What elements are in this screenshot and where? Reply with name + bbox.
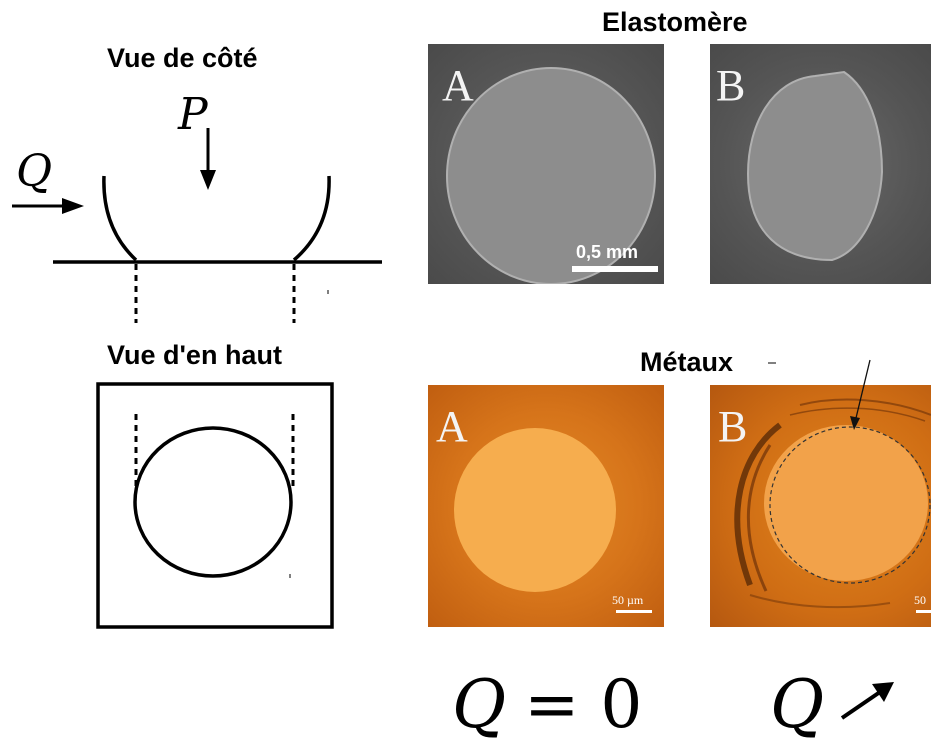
- force-q-label: Q: [16, 146, 53, 197]
- formula-q-increase-var: Q: [770, 666, 825, 743]
- elastomer-photo-b: B: [710, 44, 931, 284]
- formula-q-zero: Q= 0: [452, 672, 642, 738]
- metal-b-letter: B: [718, 402, 748, 451]
- sphere-profile: [102, 175, 331, 262]
- metal-a-letter: A: [436, 402, 468, 451]
- side-view-diagram: [12, 128, 382, 323]
- top-view-frame: [96, 382, 334, 629]
- metal-b-contact: [734, 398, 931, 609]
- metal-photo-a: A 50 µm: [428, 385, 664, 627]
- elastomer-a-contact: [446, 67, 656, 284]
- metal-photo-b: B 50: [710, 385, 931, 627]
- formula-q-var: Q: [452, 666, 507, 743]
- metal-a-contact: [454, 428, 616, 592]
- elastomer-scale-bar: [572, 266, 658, 272]
- force-q-arrow: [12, 198, 84, 214]
- force-p-label: P: [178, 89, 208, 140]
- side-view-title: Vue de côté: [107, 43, 258, 73]
- metals-title: Métaux: [640, 347, 734, 377]
- contact-area-circle: [133, 426, 293, 578]
- elastomer-photo-a: A 0,5 mm: [428, 44, 664, 284]
- metal-scale-bar: [616, 610, 652, 613]
- formula-equals-zero: = 0: [524, 666, 643, 743]
- metal-b-scale-bar: [916, 610, 931, 613]
- top-view-diagram: [96, 382, 334, 629]
- top-view-title: Vue d'en haut: [107, 340, 282, 370]
- contact-edge-pointer-arrow: [850, 359, 871, 430]
- elastomer-b-contact: [746, 70, 884, 262]
- metal-b-scale-label: 50: [914, 593, 926, 607]
- elastomer-title: Elastomère: [602, 7, 748, 37]
- metal-scale-label: 50 µm: [612, 593, 644, 607]
- formula-q-increase: Q: [770, 672, 824, 738]
- metals-stray-mark: [768, 362, 776, 364]
- elastomer-scale-label: 0,5 mm: [576, 242, 639, 262]
- increase-arrow-icon: [840, 682, 894, 720]
- elastomer-b-letter: B: [716, 61, 746, 110]
- force-p-arrow: [200, 128, 216, 190]
- elastomer-a-letter: A: [442, 61, 474, 110]
